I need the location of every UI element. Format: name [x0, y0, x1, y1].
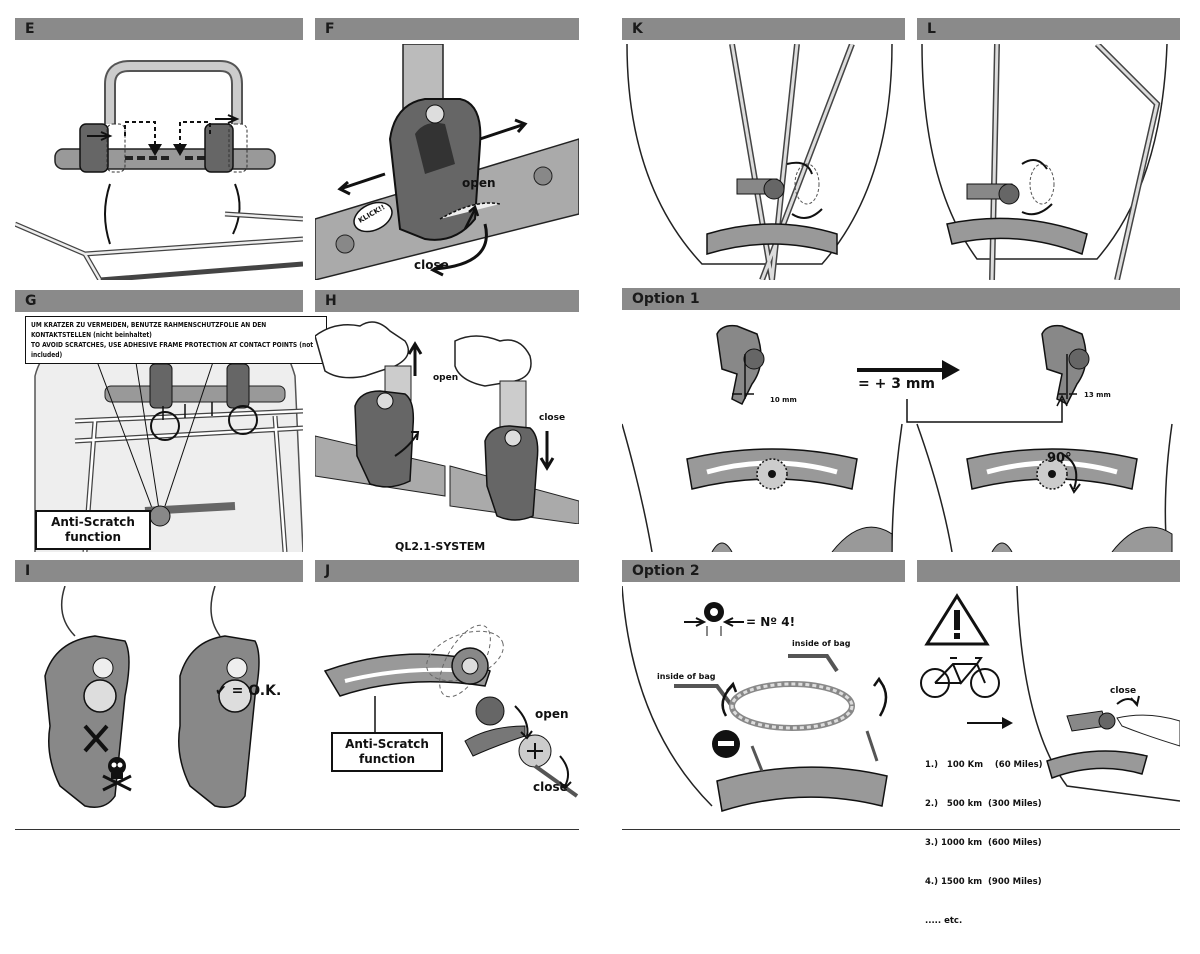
- panel-header: I: [15, 560, 303, 582]
- panel-label: J: [325, 563, 331, 579]
- panel-label: G: [25, 293, 37, 309]
- bicycle-icon: [920, 657, 1000, 698]
- illustration: [15, 586, 303, 822]
- panel-label: K: [632, 21, 643, 37]
- panel-header: E: [15, 18, 303, 40]
- warning-en: TO AVOID SCRATCHES, USE ADHESIVE FRAME P…: [31, 341, 314, 359]
- panel-header: J: [315, 560, 579, 582]
- warning-triangle-icon: [924, 593, 990, 646]
- interval-item: 2.) 500 km (300 Miles): [925, 799, 1042, 809]
- panel-header: G: [15, 290, 303, 312]
- bag-rack-k-illustration: [626, 44, 893, 280]
- footer-rule-right: [622, 829, 1180, 830]
- panel-label: I: [25, 563, 31, 579]
- offset-change: = + 3 mm: [858, 376, 935, 392]
- close-label: close: [539, 413, 566, 423]
- anti-scratch-line2: function: [358, 752, 416, 766]
- panel-label: Option 1: [632, 291, 700, 307]
- bag-rack-l-illustration: [921, 44, 1168, 280]
- panel-k: K: [622, 18, 905, 280]
- bracket-handle-illustration: [15, 60, 303, 280]
- panel-header: K: [622, 18, 905, 40]
- panel-f: F open close KLICK!!: [315, 18, 579, 280]
- panel-maintenance: close 1.) 100 Km (60 Miles) 2.) 500 km (…: [917, 560, 1180, 926]
- maintenance-illustration: [920, 586, 1180, 802]
- inside-bag-right: inside of bag: [792, 639, 851, 648]
- panel-header: Option 2: [622, 560, 905, 582]
- illustration: [622, 314, 1180, 552]
- scratch-warning-box: UM KRATZER ZU VERMEIDEN, BENUTZE RAHMENS…: [25, 316, 327, 364]
- panel-l: L: [917, 18, 1180, 280]
- inside-bag-left: inside of bag: [657, 672, 716, 681]
- interval-item: 3.) 1000 km (600 Miles): [925, 838, 1042, 848]
- panel-label: L: [927, 21, 936, 37]
- interval-item: 4.) 1500 km (900 Miles): [925, 877, 1042, 887]
- panel-option-2: Option 2 = Nº 4! inside of bag inside of…: [622, 560, 905, 822]
- panel-i: I ✔ = O.K.: [15, 560, 303, 822]
- hook-fit-illustration: [44, 586, 260, 808]
- panel-header: H: [315, 290, 579, 312]
- skull-icon: [102, 757, 132, 792]
- panel-label: Option 2: [632, 563, 700, 579]
- rotation-angle: 90°: [1047, 451, 1072, 466]
- panel-g: G UM KRATZER ZU VERMEIDEN, BENUTZE RAHME…: [15, 290, 327, 552]
- anti-scratch-label: Anti-Scratch function: [331, 732, 443, 772]
- panel-option-1: Option 1 10 mm 13 mm = + 3 mm 90°: [622, 288, 1180, 552]
- illustration: [917, 586, 1180, 822]
- system-label: QL2.1-SYSTEM: [395, 540, 486, 553]
- release-lever-illustration: [315, 321, 579, 524]
- panel-j: J Anti-Scratch function open close: [315, 560, 579, 822]
- open-label: open: [433, 373, 459, 383]
- panel-e: E: [15, 18, 303, 280]
- panel-label: H: [325, 293, 337, 309]
- ok-label: ✔ = O.K.: [215, 683, 282, 699]
- illustration: [15, 44, 303, 280]
- anti-scratch-knob-illustration: [323, 624, 579, 798]
- illustration: [622, 44, 905, 280]
- anti-scratch-label: Anti-Scratch function: [35, 510, 151, 550]
- service-intervals: 1.) 100 Km (60 Miles) 2.) 500 km (300 Mi…: [925, 733, 1043, 954]
- open-label: open: [535, 707, 569, 721]
- hex-key-illustration: [622, 586, 888, 812]
- warning-de: UM KRATZER ZU VERMEIDEN, BENUTZE RAHMENS…: [31, 321, 267, 339]
- panel-header: Option 1: [622, 288, 1180, 310]
- interval-item: ..... etc.: [925, 916, 963, 926]
- illustration: [622, 586, 905, 822]
- illustration: [315, 316, 579, 524]
- hex-size-label: = Nº 4!: [746, 615, 796, 629]
- anti-scratch-line2: function: [64, 530, 122, 544]
- footer-rule-left: [15, 829, 579, 830]
- right-measure: 13 mm: [1084, 391, 1111, 399]
- panel-header: L: [917, 18, 1180, 40]
- panel-header: [917, 560, 1180, 582]
- illustration: [315, 44, 579, 280]
- illustration: [315, 586, 579, 822]
- hook-offset-illustration: [622, 324, 1173, 552]
- anti-scratch-line1: Anti-Scratch: [51, 515, 135, 529]
- left-measure: 10 mm: [770, 396, 797, 404]
- panel-label: F: [325, 21, 335, 37]
- panel-h: H open close QL2.1-SYSTEM: [315, 290, 579, 553]
- close-label: close: [414, 258, 449, 272]
- illustration: [917, 44, 1180, 280]
- close-label: close: [1110, 686, 1137, 696]
- panel-header: F: [315, 18, 579, 40]
- interval-item: 1.) 100 Km (60 Miles): [925, 760, 1043, 770]
- close-label: close: [533, 780, 568, 794]
- panel-label: E: [25, 21, 35, 37]
- open-label: open: [462, 176, 496, 190]
- anti-scratch-line1: Anti-Scratch: [345, 737, 429, 751]
- hook-rail-illustration: [315, 44, 579, 280]
